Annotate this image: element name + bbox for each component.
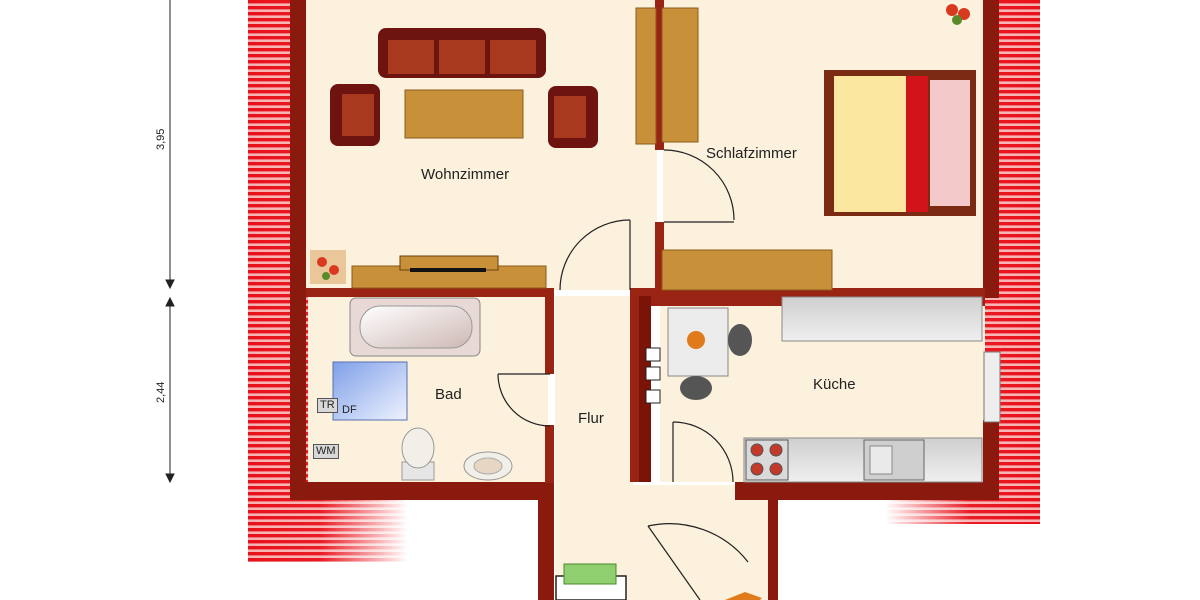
washer-tag: WM	[313, 444, 339, 459]
tv	[399, 255, 499, 271]
room-label-kitchen: Küche	[813, 376, 856, 393]
room-label-living: Wohnzimmer	[421, 166, 510, 183]
room-label-bath: Bad	[435, 386, 462, 403]
stove-icon	[745, 439, 789, 481]
coffee-table	[404, 89, 524, 139]
shower	[332, 361, 408, 421]
chair-icon	[680, 324, 752, 400]
room-label-hall: Flur	[578, 410, 604, 427]
door-swings	[497, 149, 749, 600]
tv-screen	[410, 268, 486, 272]
toilet	[401, 427, 435, 481]
dimension-label-lower: 2,44	[155, 381, 167, 403]
bathtub	[349, 297, 481, 357]
kitchen-counter-top	[781, 296, 983, 342]
dryer-tag: TR	[317, 398, 338, 413]
dining-table	[667, 307, 729, 377]
outer-walls	[290, 0, 999, 600]
sink	[463, 451, 513, 481]
double-bed	[824, 70, 976, 216]
shelf-living	[635, 7, 657, 145]
wardrobe	[661, 7, 699, 143]
armchair-left	[330, 84, 380, 146]
sofa	[378, 28, 546, 78]
flower-icon	[946, 4, 970, 25]
shoe-rack	[555, 563, 627, 600]
armchair-right	[548, 86, 598, 148]
window	[983, 351, 1001, 423]
flower-icon	[310, 250, 346, 284]
shower-tag: DF	[342, 404, 357, 416]
kitchen-sink-icon	[863, 439, 925, 481]
dresser	[661, 249, 833, 291]
room-label-bedroom: Schlafzimmer	[706, 145, 797, 162]
dimension-lines	[165, 0, 175, 484]
entrance-arrow-icon	[725, 592, 762, 600]
wall-cabinet	[645, 347, 661, 404]
dimension-label-upper: 3,95	[155, 128, 167, 150]
